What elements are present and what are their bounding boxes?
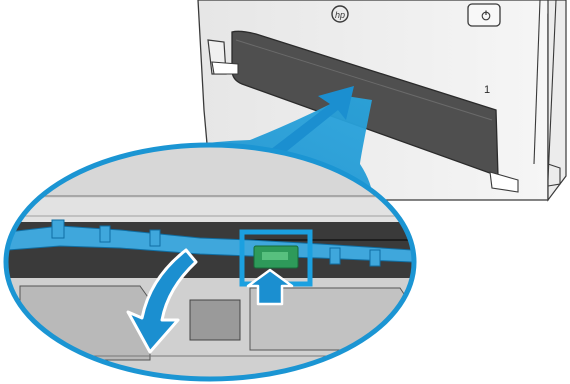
svg-text:hp: hp bbox=[335, 10, 345, 20]
power-button-icon[interactable] bbox=[468, 4, 500, 26]
tray-number-label: 1 bbox=[484, 84, 490, 96]
